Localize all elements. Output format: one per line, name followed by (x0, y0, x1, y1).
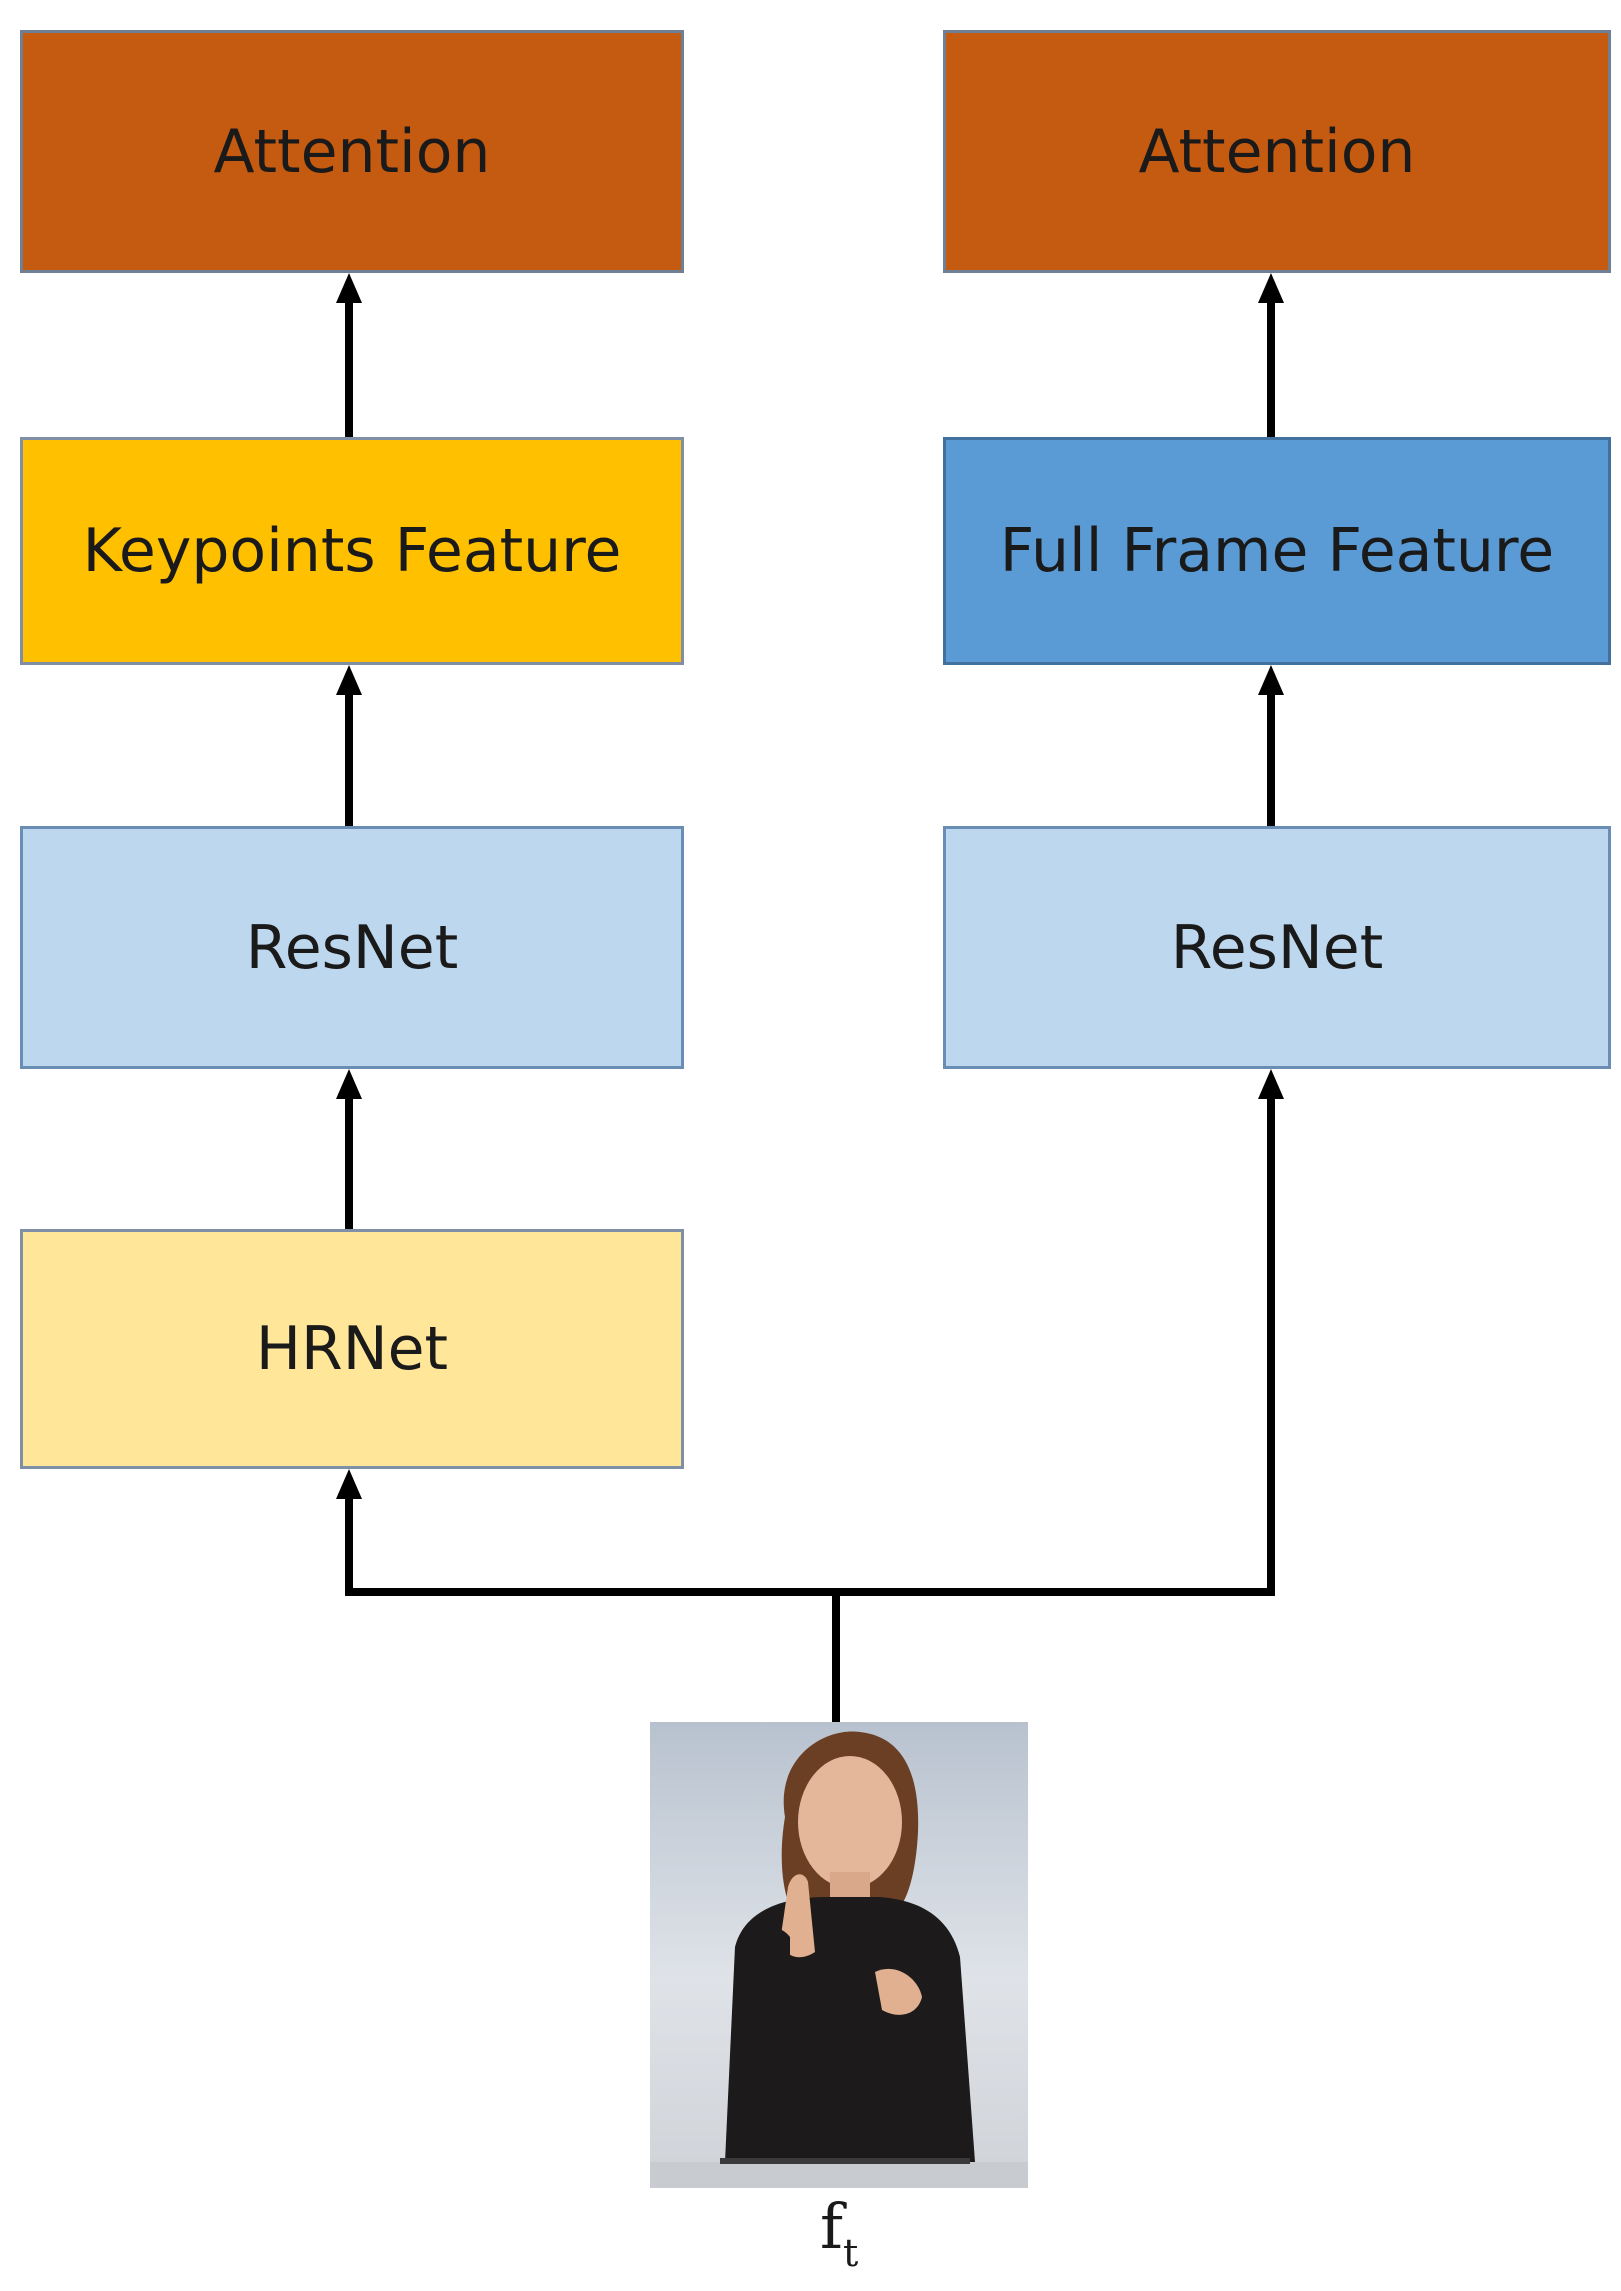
signer-image (650, 1722, 1028, 2188)
full-frame-feature-label: Full Frame Feature (999, 516, 1555, 586)
connector-image-to-right-resnet (836, 1096, 1275, 1596)
arrowhead-fullframe (1258, 665, 1284, 695)
arrowhead-hrnet (336, 1469, 362, 1499)
arrowhead-left-resnet (336, 1069, 362, 1099)
hrnet-label: HRNet (255, 1314, 449, 1384)
right-attention-label: Attention (1138, 116, 1416, 187)
hrnet-box: HRNet (20, 1229, 684, 1469)
full-frame-feature-box: Full Frame Feature (943, 437, 1611, 665)
left-resnet-label: ResNet (245, 912, 459, 983)
keypoints-feature-box: Keypoints Feature (20, 437, 684, 665)
right-resnet-box: ResNet (943, 826, 1611, 1069)
arrowhead-left-attention (336, 273, 362, 303)
input-frame-label: ft (820, 2196, 880, 2273)
input-label-base: f (820, 2190, 843, 2263)
left-attention-box: Attention (20, 30, 684, 273)
input-frame-photo (650, 1722, 1028, 2188)
arrowhead-right-resnet (1258, 1069, 1284, 1099)
input-label-subscript: t (842, 2231, 859, 2275)
connector-image-split (345, 1496, 840, 1722)
right-attention-box: Attention (943, 30, 1611, 273)
keypoints-feature-label: Keypoints Feature (82, 516, 622, 586)
right-resnet-label: ResNet (1170, 912, 1384, 983)
arrowhead-right-attention (1258, 273, 1284, 303)
left-attention-label: Attention (213, 116, 491, 187)
arrowhead-keypoints (336, 665, 362, 695)
left-resnet-box: ResNet (20, 826, 684, 1069)
